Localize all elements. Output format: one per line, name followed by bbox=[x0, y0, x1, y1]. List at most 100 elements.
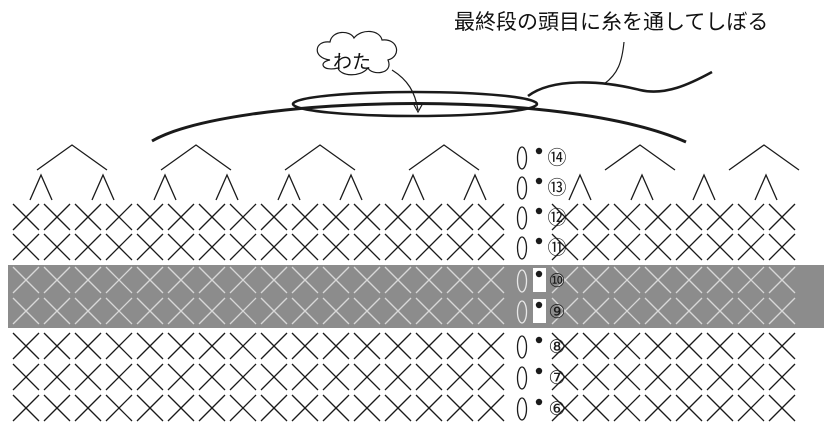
sc-stitch-mark bbox=[477, 363, 505, 391]
sc-stitch-mark bbox=[43, 394, 71, 422]
slip-stitch-dot-icon bbox=[535, 147, 543, 155]
sc-stitch-mark bbox=[675, 203, 703, 231]
sc-stitch-mark bbox=[477, 394, 505, 422]
sc-stitch-mark bbox=[768, 394, 796, 422]
sc-stitch-mark bbox=[446, 363, 474, 391]
sc-stitch-mark bbox=[167, 332, 195, 360]
sc-stitch-mark bbox=[105, 233, 133, 261]
sc-stitch-mark bbox=[384, 394, 412, 422]
sc-stitch-mark bbox=[644, 203, 672, 231]
sc-stitch-mark bbox=[582, 203, 610, 231]
sc-stitch-mark bbox=[582, 297, 610, 325]
sc-stitch-mark bbox=[353, 266, 381, 294]
sc-stitch-mark bbox=[446, 233, 474, 261]
slip-stitch-dot-icon bbox=[535, 398, 543, 406]
v-stitch-mark bbox=[401, 173, 425, 201]
sc-stitch-mark bbox=[291, 203, 319, 231]
sc-stitch-mark bbox=[768, 332, 796, 360]
sc-stitch-mark bbox=[706, 332, 734, 360]
stuffing-ring-oval bbox=[291, 90, 539, 118]
sc-stitch-mark bbox=[229, 394, 257, 422]
sc-stitch-mark bbox=[136, 363, 164, 391]
sc-stitch-mark bbox=[74, 203, 102, 231]
v-stitch-mark bbox=[29, 173, 53, 201]
slip-stitch-dot-icon bbox=[535, 367, 543, 375]
sc-stitch-mark bbox=[291, 332, 319, 360]
sc-stitch-mark bbox=[260, 233, 288, 261]
sc-stitch-mark bbox=[415, 233, 443, 261]
sc-stitch-mark bbox=[229, 332, 257, 360]
sc-stitch-mark bbox=[477, 297, 505, 325]
sc-stitch-mark bbox=[706, 394, 734, 422]
sc-stitch-mark bbox=[477, 266, 505, 294]
sc-stitch-mark bbox=[74, 332, 102, 360]
sc-stitch-mark bbox=[12, 332, 40, 360]
thread-tail bbox=[527, 70, 713, 98]
decrease-stitch-mark bbox=[36, 144, 108, 171]
decrease-stitch-mark bbox=[728, 144, 800, 171]
thread-leader-line bbox=[603, 41, 625, 85]
sc-stitch-mark bbox=[582, 394, 610, 422]
sc-stitch-mark bbox=[644, 297, 672, 325]
v-stitch-mark bbox=[692, 173, 716, 201]
sc-stitch-mark bbox=[322, 233, 350, 261]
sc-stitch-mark bbox=[12, 203, 40, 231]
sc-stitch-mark bbox=[737, 332, 765, 360]
sc-stitch-mark bbox=[384, 233, 412, 261]
chain-stitch-oval-icon bbox=[516, 366, 528, 390]
sc-stitch-mark bbox=[353, 394, 381, 422]
sc-stitch-mark bbox=[167, 394, 195, 422]
sc-stitch-mark bbox=[675, 394, 703, 422]
sc-stitch-mark bbox=[229, 266, 257, 294]
sc-stitch-mark bbox=[384, 297, 412, 325]
sc-stitch-mark bbox=[322, 363, 350, 391]
sc-stitch-mark bbox=[446, 332, 474, 360]
v-stitch-mark bbox=[277, 173, 301, 201]
v-stitch-mark bbox=[630, 173, 654, 201]
v-stitch-mark bbox=[568, 173, 592, 201]
row-number-label: ⑦ bbox=[548, 367, 565, 389]
stuffing-arrowhead bbox=[412, 102, 424, 114]
sc-stitch-mark bbox=[167, 266, 195, 294]
chain-stitch-oval-icon bbox=[516, 335, 528, 359]
sc-stitch-mark bbox=[43, 363, 71, 391]
sc-stitch-mark bbox=[260, 203, 288, 231]
sc-stitch-mark bbox=[644, 332, 672, 360]
sc-stitch-mark bbox=[260, 297, 288, 325]
row-number-label: ⑥ bbox=[548, 398, 565, 420]
sc-stitch-mark bbox=[291, 363, 319, 391]
sc-stitch-mark bbox=[582, 332, 610, 360]
sc-stitch-mark bbox=[384, 203, 412, 231]
sc-stitch-mark bbox=[768, 266, 796, 294]
sc-stitch-mark bbox=[322, 332, 350, 360]
sc-stitch-mark bbox=[768, 363, 796, 391]
sc-stitch-mark bbox=[415, 266, 443, 294]
sc-stitch-mark bbox=[43, 332, 71, 360]
decrease-stitch-mark bbox=[604, 144, 676, 171]
sc-stitch-mark bbox=[551, 266, 579, 294]
sc-stitch-mark bbox=[12, 266, 40, 294]
sc-stitch-mark bbox=[229, 203, 257, 231]
sc-stitch-mark bbox=[136, 233, 164, 261]
sc-stitch-mark bbox=[291, 297, 319, 325]
sc-stitch-mark bbox=[706, 233, 734, 261]
sc-stitch-mark bbox=[737, 297, 765, 325]
sc-stitch-mark bbox=[167, 363, 195, 391]
sc-stitch-mark bbox=[613, 332, 641, 360]
slip-stitch-dot-icon bbox=[535, 336, 543, 344]
sc-stitch-mark bbox=[322, 266, 350, 294]
sc-stitch-mark bbox=[415, 394, 443, 422]
chain-stitch-oval-icon bbox=[516, 300, 528, 324]
sc-stitch-mark bbox=[198, 233, 226, 261]
sc-stitch-mark bbox=[613, 394, 641, 422]
slip-stitch-dot-icon bbox=[535, 237, 543, 245]
sc-stitch-mark bbox=[675, 363, 703, 391]
row-number-label: ⑭ bbox=[547, 147, 566, 169]
v-stitch-mark bbox=[215, 173, 239, 201]
stuffing-label: わた bbox=[333, 51, 372, 73]
sc-stitch-mark bbox=[198, 394, 226, 422]
sc-stitch-mark bbox=[136, 394, 164, 422]
sc-stitch-mark bbox=[446, 203, 474, 231]
sc-stitch-mark bbox=[43, 297, 71, 325]
